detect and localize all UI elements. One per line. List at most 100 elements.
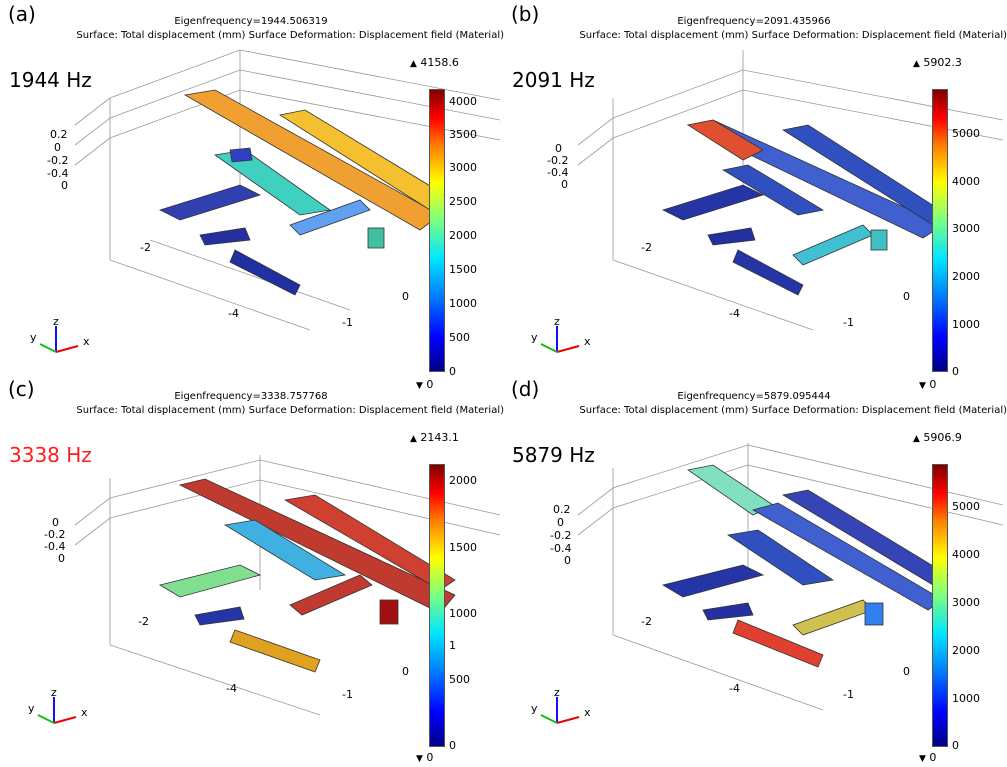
axis-tick: -4 — [729, 682, 740, 695]
axis-tick: -4 — [228, 307, 239, 320]
colorbar-tick: 1000 — [449, 297, 477, 310]
colorbar — [429, 89, 445, 372]
colorbar-max: ▲ 4158.6 — [410, 56, 459, 69]
min-triangle-icon: ▼ — [919, 381, 926, 391]
triad-x-label: x — [83, 335, 90, 348]
triad-z-label: z — [51, 686, 57, 699]
axis-tick: -2 — [641, 241, 652, 254]
colorbar-max: ▲ 5906.9 — [913, 431, 962, 444]
max-triangle-icon: ▲ — [410, 59, 417, 69]
axis-triad-icon — [39, 326, 79, 353]
colorbar-tick: 1000 — [952, 318, 980, 331]
z-tick: -0.4 — [550, 542, 572, 555]
panel-c: (c) Eigenfrequency=3338.757768 Surface: … — [0, 375, 504, 764]
colorbar-tick: 4000 — [449, 95, 477, 108]
colorbar-tick: 3500 — [449, 128, 477, 141]
triad-y-label: y — [30, 331, 37, 344]
colorbar-tick: 5000 — [952, 500, 980, 513]
triad-z-label: z — [554, 315, 560, 328]
device-structure — [158, 89, 446, 296]
surface-subtitle: Surface: Total displacement (mm) Surface… — [76, 30, 504, 41]
panel-label: (a) — [8, 2, 36, 26]
min-triangle-icon: ▼ — [919, 754, 926, 764]
scene-d — [577, 443, 1004, 711]
min-triangle-icon: ▼ — [416, 754, 423, 764]
eigenfrequency-title: Eigenfrequency=5879.095444 — [677, 391, 831, 402]
scene-b — [577, 50, 1004, 331]
colorbar — [932, 89, 948, 372]
colorbar-tick: 2000 — [952, 270, 980, 283]
z-tick: -0.4 — [547, 166, 569, 179]
colorbar-tick: 5000 — [952, 127, 980, 140]
axis-tick: 0 — [402, 665, 409, 678]
max-triangle-icon: ▲ — [913, 59, 920, 69]
colorbar-tick: 500 — [449, 673, 470, 686]
z-tick: 0.2 — [50, 128, 68, 141]
axis-tick: -2 — [140, 241, 151, 254]
min-value: 0 — [426, 378, 434, 391]
axis-tick: 0 — [402, 290, 409, 303]
frequency-label: 5879 Hz — [512, 443, 595, 467]
grid-box — [74, 455, 501, 716]
axis-triad-icon — [37, 697, 77, 724]
axis-tick: 0 — [903, 290, 910, 303]
colorbar-max: ▲ 5902.3 — [913, 56, 962, 69]
colorbar-min: ▼ 0 — [919, 751, 936, 764]
colorbar-tick: 4000 — [952, 548, 980, 561]
z-tick: 0 — [561, 178, 568, 191]
min-value: 0 — [426, 751, 434, 764]
z-tick: 0 — [555, 142, 562, 155]
axis-tick: -1 — [843, 316, 854, 329]
colorbar-min: ▼ 0 — [416, 378, 433, 391]
z-tick: -0.2 — [44, 528, 66, 541]
device-structure — [661, 464, 949, 668]
colorbar-min: ▼ 0 — [919, 378, 936, 391]
max-value: 5902.3 — [923, 56, 962, 69]
surface-subtitle: Surface: Total displacement (mm) Surface… — [579, 405, 1007, 416]
colorbar-tick: 1 — [449, 639, 456, 652]
max-value: 2143.1 — [420, 431, 459, 444]
colorbar-tick: 1500 — [449, 263, 477, 276]
triad-y-label: y — [28, 702, 35, 715]
axis-tick: -4 — [226, 682, 237, 695]
axis-triad-icon — [540, 326, 580, 353]
min-value: 0 — [929, 378, 937, 391]
panel-a: (a) Eigenfrequency=1944.506319 Surface: … — [0, 0, 504, 391]
z-tick: -0.4 — [47, 167, 69, 180]
grid-box — [577, 50, 1004, 331]
triad-x-label: x — [584, 706, 591, 719]
colorbar-tick: 2000 — [952, 644, 980, 657]
colorbar-tick: 0 — [449, 365, 456, 378]
colorbar-tick: 3000 — [449, 161, 477, 174]
colorbar-tick: 2500 — [449, 195, 477, 208]
colorbar-tick: 0 — [952, 739, 959, 752]
device-structure — [661, 119, 949, 296]
colorbar — [932, 464, 948, 747]
axis-tick: -1 — [843, 688, 854, 701]
surface-subtitle: Surface: Total displacement (mm) Surface… — [579, 30, 1007, 41]
axis-tick: -2 — [138, 615, 149, 628]
z-tick: -0.2 — [550, 529, 572, 542]
panel-label: (d) — [511, 377, 540, 401]
z-tick: 0 — [557, 516, 564, 529]
colorbar-min: ▼ 0 — [416, 751, 433, 764]
surface-subtitle: Surface: Total displacement (mm) Surface… — [76, 405, 504, 416]
z-tick: 0.2 — [553, 503, 571, 516]
eigenfrequency-title: Eigenfrequency=3338.757768 — [174, 391, 328, 402]
device-structure — [158, 478, 456, 673]
axis-tick: 0 — [903, 665, 910, 678]
colorbar-tick: 500 — [449, 331, 470, 344]
max-triangle-icon: ▲ — [410, 434, 417, 444]
scene-a — [74, 49, 501, 331]
z-tick: 0 — [52, 516, 59, 529]
min-value: 0 — [929, 751, 937, 764]
z-tick: -0.2 — [47, 154, 69, 167]
panel-d: (d) Eigenfrequency=5879.095444 Surface: … — [503, 375, 1007, 764]
axis-tick: -4 — [729, 307, 740, 320]
z-tick: 0 — [58, 552, 65, 565]
frequency-label: 3338 Hz — [9, 443, 92, 467]
frequency-label: 2091 Hz — [512, 68, 595, 92]
colorbar-tick: 2000 — [449, 474, 477, 487]
axis-triad-icon — [540, 697, 580, 724]
colorbar-tick: 3000 — [952, 222, 980, 235]
